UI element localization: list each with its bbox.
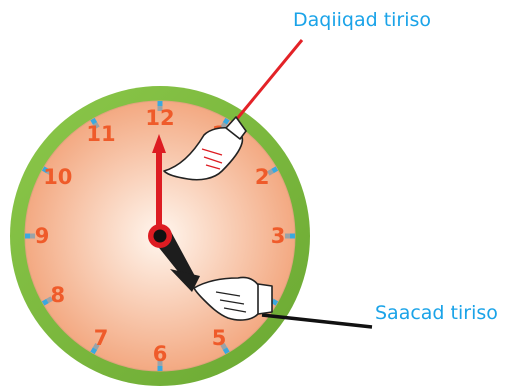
hour-number: 8 xyxy=(50,283,65,307)
hour-number: 7 xyxy=(94,326,109,350)
pointing-hand-icon xyxy=(193,276,273,321)
hour-number: 10 xyxy=(43,165,72,189)
hour-number: 6 xyxy=(153,342,168,366)
hour-tick xyxy=(92,343,100,350)
hour-tick xyxy=(90,347,98,355)
hour-tick xyxy=(46,296,53,304)
hour-hand-label: Saacad tiriso xyxy=(375,302,498,324)
hour-number: 5 xyxy=(212,326,227,350)
hour-tick xyxy=(90,117,98,125)
hour-hand-leader-line xyxy=(261,313,373,329)
hour-tick xyxy=(46,168,53,176)
clock-hub-center xyxy=(153,229,167,243)
hour-tick xyxy=(267,168,274,176)
pointing-hand-icon xyxy=(163,116,247,181)
hour-tick xyxy=(271,298,279,306)
hour-number: 2 xyxy=(255,165,270,189)
minute-hand-leader-line xyxy=(234,39,304,121)
hour-tick xyxy=(41,298,49,306)
hour-tick xyxy=(92,122,100,129)
hour-tick xyxy=(41,166,49,174)
hour-tick xyxy=(271,166,279,174)
hour-tick xyxy=(222,347,230,355)
hour-number: 9 xyxy=(35,224,50,248)
hour-number: 3 xyxy=(271,224,286,248)
hour-tick xyxy=(220,343,228,350)
minute-hand-label: Daqiiqad tiriso xyxy=(293,9,432,31)
hour-tick xyxy=(222,117,230,125)
hour-number: 11 xyxy=(86,122,115,146)
minute-hand xyxy=(152,134,166,236)
hour-number: 12 xyxy=(145,106,174,130)
